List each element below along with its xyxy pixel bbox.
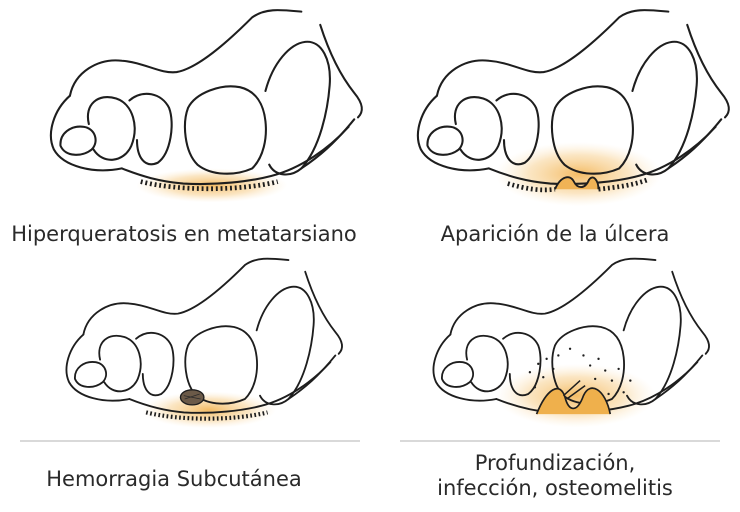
caption-deep-infection-line1: Profundización, (385, 451, 725, 476)
foot-illustration-hemorrhage (18, 255, 358, 435)
caption-hyperkeratosis: Hiperqueratosis en metatarsiano (4, 222, 364, 247)
caption-deep-infection: Profundización, infección, osteomelitis (385, 451, 725, 501)
foot-illustration-ulcer (385, 0, 725, 215)
panel-ulcer: Aparición de la úlcera (385, 0, 725, 220)
caption-ulcer: Aparición de la úlcera (375, 222, 735, 247)
panel-hyperkeratosis: Hiperqueratosis en metatarsiano (18, 0, 358, 220)
foot-illustration-hyperkeratosis (18, 0, 358, 215)
caption-deep-infection-line2: infección, osteomelitis (385, 476, 725, 501)
panel-hemorrhage: Hemorragia Subcutánea (18, 255, 358, 505)
inflammation-glow (496, 142, 662, 206)
foot-illustration-osteomyelitis (385, 255, 725, 435)
panel-deep-infection: Profundización, infección, osteomelitis (385, 255, 725, 512)
caption-hemorrhage: Hemorragia Subcutánea (4, 467, 344, 492)
